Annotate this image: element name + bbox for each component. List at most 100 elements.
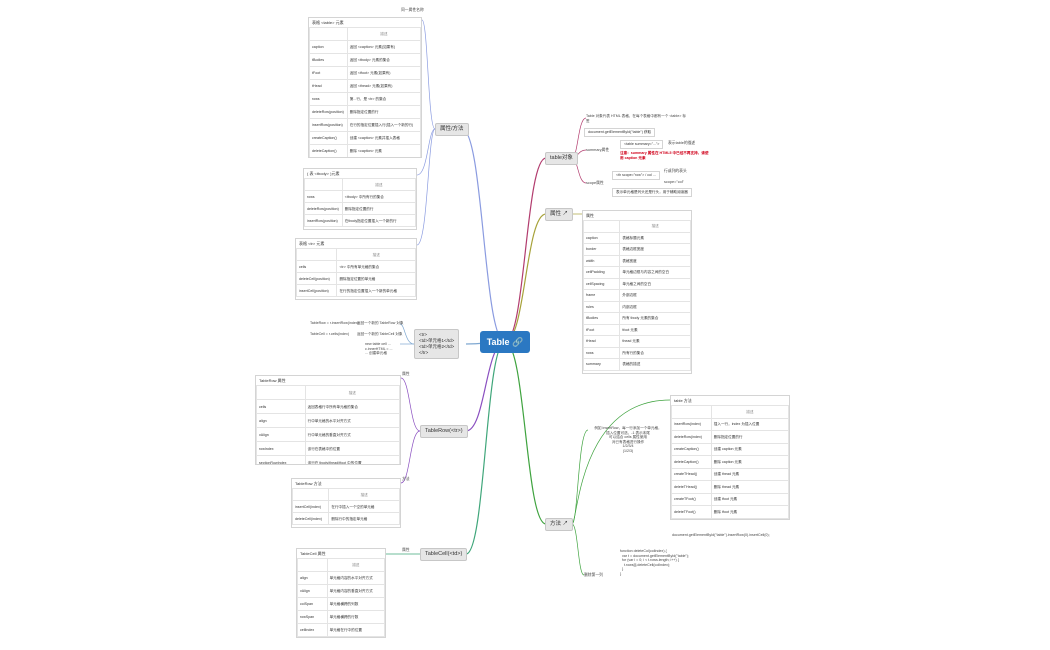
value-cell: 返回表格行中所有单元格的集合	[304, 399, 400, 414]
branch-table-cell[interactable]: TableCell(<td>)	[420, 548, 468, 561]
table-header-row: 描述	[309, 27, 421, 41]
tr-method-title: TableRow 方法	[295, 481, 322, 486]
branch-props-methods[interactable]: 属性/方法	[435, 123, 469, 136]
branch-attributes[interactable]: 属性 ↗	[545, 208, 574, 221]
value-cell: 删除指定位置的行	[346, 105, 421, 119]
pm-tbody-title: ( 表 <tbody> )元素	[307, 171, 340, 176]
value-cell: 表格宽度	[619, 254, 691, 267]
scope-label: scope属性	[586, 181, 604, 185]
key-cell: cells	[296, 260, 338, 273]
key-cell: deleteCaption()	[309, 144, 348, 157]
code-insert-row-desc: 返回一个新的 TableRow 对象	[357, 321, 404, 325]
scope-c: 表示单元格是列头还是行头，用于辅助阅读器	[612, 188, 692, 197]
wire-table-object	[504, 157, 547, 343]
header-blank	[256, 385, 306, 400]
key-cell: insertRow(position)	[309, 118, 348, 132]
value-cell: 创建 thead 元素	[710, 467, 789, 481]
header-blank	[297, 558, 328, 572]
table-obj-intro: Table 对象代表 HTML 表格，在每个表格中都有一个 <table> 标签	[586, 114, 686, 123]
key-cell: cells	[256, 399, 306, 414]
header-blank	[292, 488, 330, 501]
value-cell: 返回 <caption> 元素(如果有)	[346, 40, 421, 54]
key-cell: cellSpacing	[583, 277, 621, 290]
header-cell: 描述	[619, 220, 691, 233]
key-cell: vAlign	[297, 584, 328, 598]
table-header-row: 描述	[256, 385, 400, 400]
code-insert-row: TableRow = r.insertRow(index)	[310, 321, 359, 325]
value-cell: 所有行的集合	[619, 346, 691, 359]
table-row: deleteCaption()删除 caption 元素	[671, 455, 789, 469]
key-cell: deleteCell(index)	[292, 512, 330, 525]
value-cell: 在行中插入一个空的单元格	[328, 500, 400, 513]
key-cell: deleteRow(position)	[304, 202, 343, 215]
value-cell: 删除指定位置的单元格	[336, 272, 416, 285]
table-header-row: 描述	[671, 405, 789, 419]
key-cell: align	[297, 571, 328, 585]
table-row: insertRow(position)在tbody指定位置插入一个新的行	[304, 214, 416, 227]
value-cell: <tr> 中所有单元格的集合	[336, 260, 416, 273]
key-cell: cellPadding	[583, 266, 621, 279]
value-cell: 返回 <tfoot> 元素(如果有)	[346, 66, 421, 80]
value-cell: 单元格之间的空白	[619, 277, 691, 290]
pm-table-title: 表格 <table> 元素	[312, 20, 344, 25]
table-row: deleteCaption()删除 <caption> 元素	[309, 144, 421, 157]
table-row: deleteRow(index)删除指定位置的行	[671, 430, 789, 444]
value-cell: 第...行，是 <tr> 的集合	[346, 92, 421, 106]
key-cell: rows	[583, 346, 621, 359]
table-row: createTFoot()创建 tfoot 元素	[671, 492, 789, 506]
key-cell: deleteTFoot()	[671, 505, 712, 519]
value-cell: 行中单元格的水平对齐方式	[304, 413, 400, 428]
value-cell: 该行在 tbody/thead/tfoot 中的位置	[304, 455, 400, 464]
key-cell: caption	[309, 40, 348, 54]
key-cell: deleteCell(position)	[296, 272, 338, 285]
value-cell: thead 元素	[619, 335, 691, 348]
value-cell: 在行的指定位置插入行(插入一个新的行)	[346, 118, 421, 132]
key-cell: tBodies	[583, 312, 621, 325]
table-row: rows<tbody> 中所有行的集合	[304, 190, 416, 203]
table-header-row: 描述	[296, 248, 416, 261]
key-cell: deleteCaption()	[671, 455, 712, 469]
top-note: 同一属性名称	[401, 8, 424, 12]
value-cell: 在行的指定位置插入一个新的单元格	[336, 284, 416, 297]
summary-code: <table summary="...">	[620, 140, 664, 149]
table-row: createTHead()创建 thead 元素	[671, 467, 789, 481]
table-row: cells<tr> 中所有单元格的集合	[296, 260, 416, 273]
table-row: deleteCell(position)删除指定位置的单元格	[296, 272, 416, 285]
summary-label: summary属性	[586, 148, 610, 152]
key-cell: rowSpan	[297, 610, 328, 624]
table-row: insertRow(index)插入一行，index 为插入位置	[671, 417, 789, 431]
key-cell: border	[583, 243, 621, 256]
value-cell: <tbody> 中所有行的集合	[341, 190, 416, 203]
attr-title: 属性	[586, 213, 594, 218]
branch-table-object[interactable]: table对象	[545, 152, 578, 165]
value-cell: 删除 <caption> 元素	[346, 144, 421, 157]
central-topic[interactable]: Table 🔗	[480, 331, 530, 353]
branch-table-row[interactable]: TableRow(<tr>)	[420, 425, 468, 438]
branch-methods[interactable]: 方法 ↗	[545, 518, 574, 531]
table-row: createCaption()创建 caption 元素	[671, 442, 789, 456]
key-cell: createCaption()	[671, 442, 712, 456]
branch-tr-tags[interactable]: <tr> <td>单元格1</td> <td>单元格2</td> </tr>	[414, 329, 460, 359]
key-cell: tHead	[583, 335, 621, 348]
